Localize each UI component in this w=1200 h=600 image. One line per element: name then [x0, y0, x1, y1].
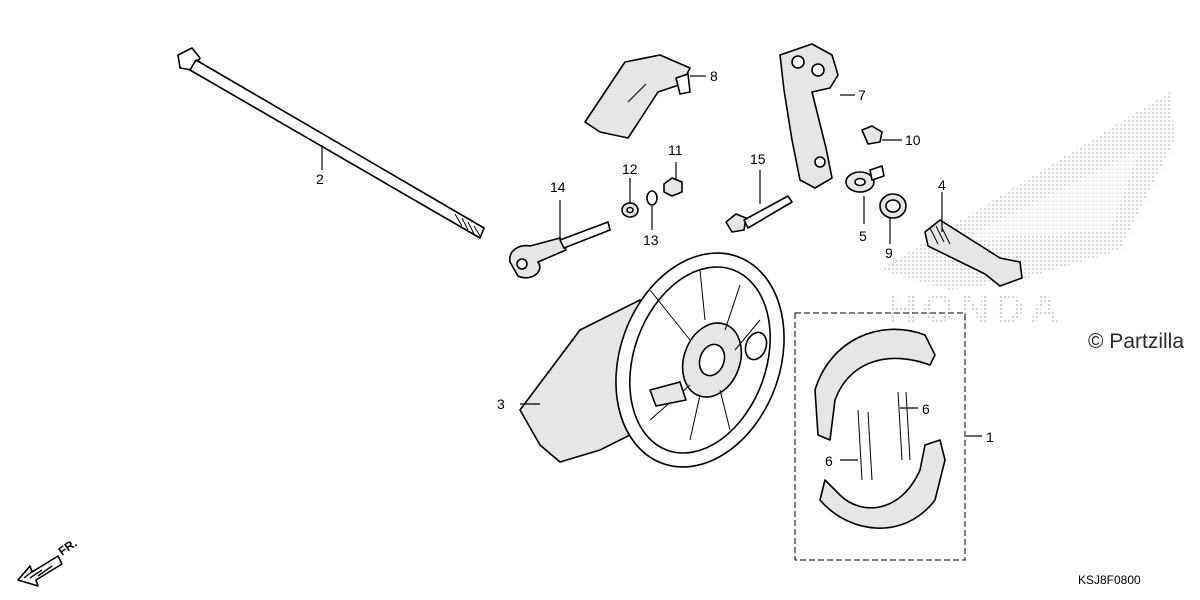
- front-direction-indicator: FR.: [17, 536, 80, 587]
- brake-arm-part: [779, 43, 839, 189]
- nut-part: [663, 177, 683, 197]
- callout-9: 9: [885, 245, 893, 261]
- callout-7: 7: [858, 87, 866, 103]
- honda-wing-logo: HONDA: [880, 92, 1175, 331]
- diagram-code: KSJ8F0800: [1078, 573, 1141, 587]
- callout-3: 3: [497, 396, 505, 412]
- callout-11: 11: [668, 142, 683, 158]
- callout-14: 14: [550, 179, 566, 195]
- brake-cam-part: [924, 219, 1023, 287]
- felt-seal-part: [845, 165, 885, 193]
- callout-10: 10: [905, 132, 921, 148]
- callout-5: 5: [859, 228, 867, 244]
- cap-nut-part: [861, 125, 883, 145]
- callout-6-lower: 6: [825, 453, 833, 469]
- callout-13: 13: [643, 232, 659, 248]
- partzilla-watermark: © Partzilla: [1088, 330, 1184, 353]
- axle-part: [177, 47, 485, 239]
- callout-6-upper: 6: [922, 401, 930, 417]
- callout-15: 15: [750, 151, 766, 167]
- callout-1: 1: [986, 429, 994, 445]
- honda-logo-text: HONDA: [888, 287, 1065, 331]
- o-ring-part: [879, 193, 907, 219]
- callout-labels: 1 2 3 4 5 6 6 7 8 9 10 11 12 13 14 15: [316, 68, 994, 469]
- washer-part: [621, 202, 639, 218]
- callout-12: 12: [622, 161, 638, 177]
- brake-cover-part: [584, 54, 691, 139]
- tension-rod-part: [509, 221, 611, 279]
- callout-8: 8: [710, 68, 718, 84]
- bolt-part: [725, 195, 793, 233]
- callout-4: 4: [938, 177, 946, 193]
- callout-2: 2: [316, 171, 324, 187]
- leader-lines: [321, 75, 982, 461]
- brake-shoe-set-part: [794, 312, 966, 561]
- front-label: FR.: [56, 536, 80, 559]
- brake-panel-part: [519, 252, 785, 468]
- spring-washer-part: [646, 190, 658, 206]
